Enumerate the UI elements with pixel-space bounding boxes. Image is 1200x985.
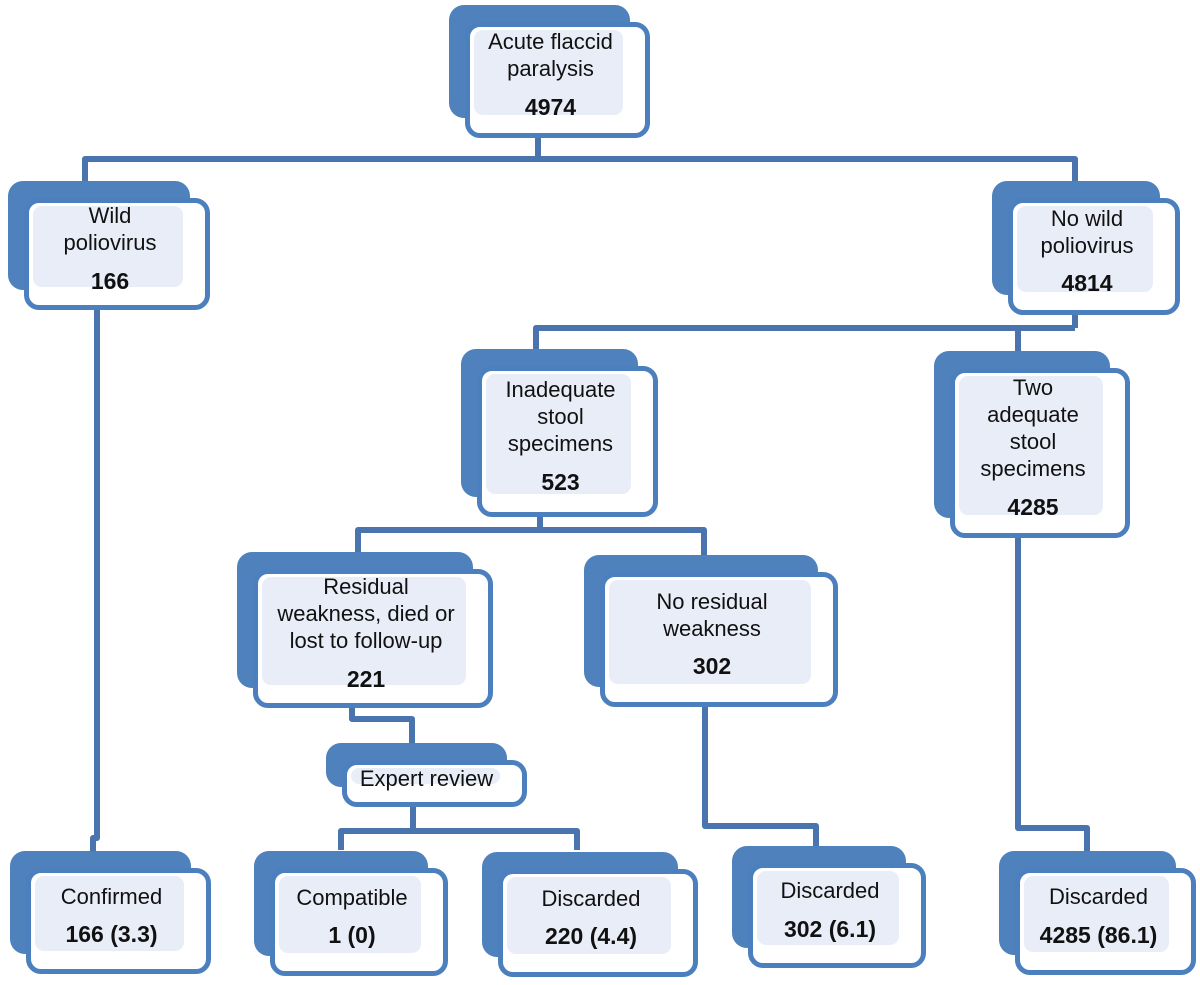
node-label: Expert review <box>359 766 494 792</box>
node-count: 166 <box>90 267 130 294</box>
node-count: 4285 <box>1007 493 1059 520</box>
node-fill-panel <box>1017 206 1153 292</box>
node-box: Compatible 1 (0) <box>270 868 448 976</box>
node-label: Wild poliovirus <box>63 203 157 255</box>
node-fill-panel <box>35 876 184 951</box>
node-box: Two adequate stool specimens 4285 <box>950 368 1130 538</box>
node-count: 4814 <box>1061 270 1113 297</box>
node-fill-panel <box>474 30 623 115</box>
node-wild-poliovirus: Wild poliovirus 166 <box>8 181 210 310</box>
node-fill-panel <box>609 580 811 684</box>
node-discarded-302: Discarded 302 (6.1) <box>732 846 926 968</box>
node-fill-panel <box>1024 876 1169 952</box>
node-fill-panel <box>507 877 671 954</box>
node-inadequate-stool-specimens: Inadequate stool specimens 523 <box>461 349 658 517</box>
connector-inadequate-split <box>355 527 707 558</box>
node-label: No wild poliovirus <box>1040 205 1134 258</box>
node-count: 220 (4.4) <box>544 923 638 950</box>
node-fill-panel <box>959 376 1103 515</box>
node-expert-review: Expert review <box>326 743 527 807</box>
node-count: 221 <box>346 665 386 692</box>
node-fill-panel <box>351 768 500 784</box>
node-label: Residual weakness, died or lost to follo… <box>277 574 455 653</box>
node-box: Expert review <box>342 760 527 807</box>
node-fill-panel <box>757 871 899 945</box>
node-box: Wild poliovirus 166 <box>24 198 210 310</box>
node-no-wild-poliovirus: No wild poliovirus 4814 <box>992 181 1180 315</box>
connector-nowild-split <box>533 325 1075 350</box>
node-residual-weakness: Residual weakness, died or lost to follo… <box>237 552 493 708</box>
node-box: Acute flaccid paralysis 4974 <box>465 22 650 138</box>
node-count: 1 (0) <box>328 922 376 949</box>
connector-wild-confirmed <box>90 306 100 856</box>
node-count: 4285 (86.1) <box>1039 921 1158 948</box>
node-confirmed: Confirmed 166 (3.3) <box>10 851 211 974</box>
connector-noresidual-discarded <box>702 704 819 850</box>
connector-residual-expert <box>349 705 415 746</box>
connector-afp-split <box>82 156 1078 182</box>
node-box: Discarded 220 (4.4) <box>498 869 698 977</box>
node-box: Residual weakness, died or lost to follo… <box>253 569 493 708</box>
node-box: Discarded 302 (6.1) <box>748 863 926 968</box>
node-count: 523 <box>541 468 580 495</box>
node-discarded-220: Discarded 220 (4.4) <box>482 852 698 977</box>
node-fill-panel <box>279 876 421 953</box>
connector-twoadequate-discarded <box>1015 535 1090 854</box>
node-label: Discarded <box>541 885 641 911</box>
node-no-residual-weakness: No residual weakness 302 <box>584 555 838 707</box>
node-discarded-4285: Discarded 4285 (86.1) <box>999 851 1196 975</box>
node-count: 302 (6.1) <box>783 915 877 942</box>
node-label: Acute flaccid paralysis <box>488 29 613 81</box>
node-label: Confirmed <box>60 883 163 909</box>
node-fill-panel <box>486 374 631 494</box>
node-count: 4974 <box>524 93 577 120</box>
node-acute-flaccid-paralysis: Acute flaccid paralysis 4974 <box>449 5 650 138</box>
node-label: Inadequate stool specimens <box>505 377 616 456</box>
node-two-adequate-stool-specimens: Two adequate stool specimens 4285 <box>934 351 1130 538</box>
node-box: Inadequate stool specimens 523 <box>477 366 658 517</box>
node-box: Confirmed 166 (3.3) <box>26 868 211 974</box>
node-box: No residual weakness 302 <box>600 572 838 707</box>
node-label: Two adequate stool specimens <box>980 375 1086 481</box>
node-label: Discarded <box>1048 884 1149 910</box>
node-compatible: Compatible 1 (0) <box>254 851 448 976</box>
node-count: 302 <box>692 653 732 680</box>
node-fill-panel <box>262 577 466 685</box>
node-count: 166 (3.3) <box>65 921 158 948</box>
node-box: Discarded 4285 (86.1) <box>1015 868 1196 975</box>
node-label: No residual weakness <box>656 588 768 641</box>
node-label: Compatible <box>296 884 408 910</box>
connector-expert-split <box>338 828 580 850</box>
node-label: Discarded <box>780 878 880 904</box>
node-box: No wild poliovirus 4814 <box>1008 198 1180 315</box>
node-fill-panel <box>33 206 183 287</box>
